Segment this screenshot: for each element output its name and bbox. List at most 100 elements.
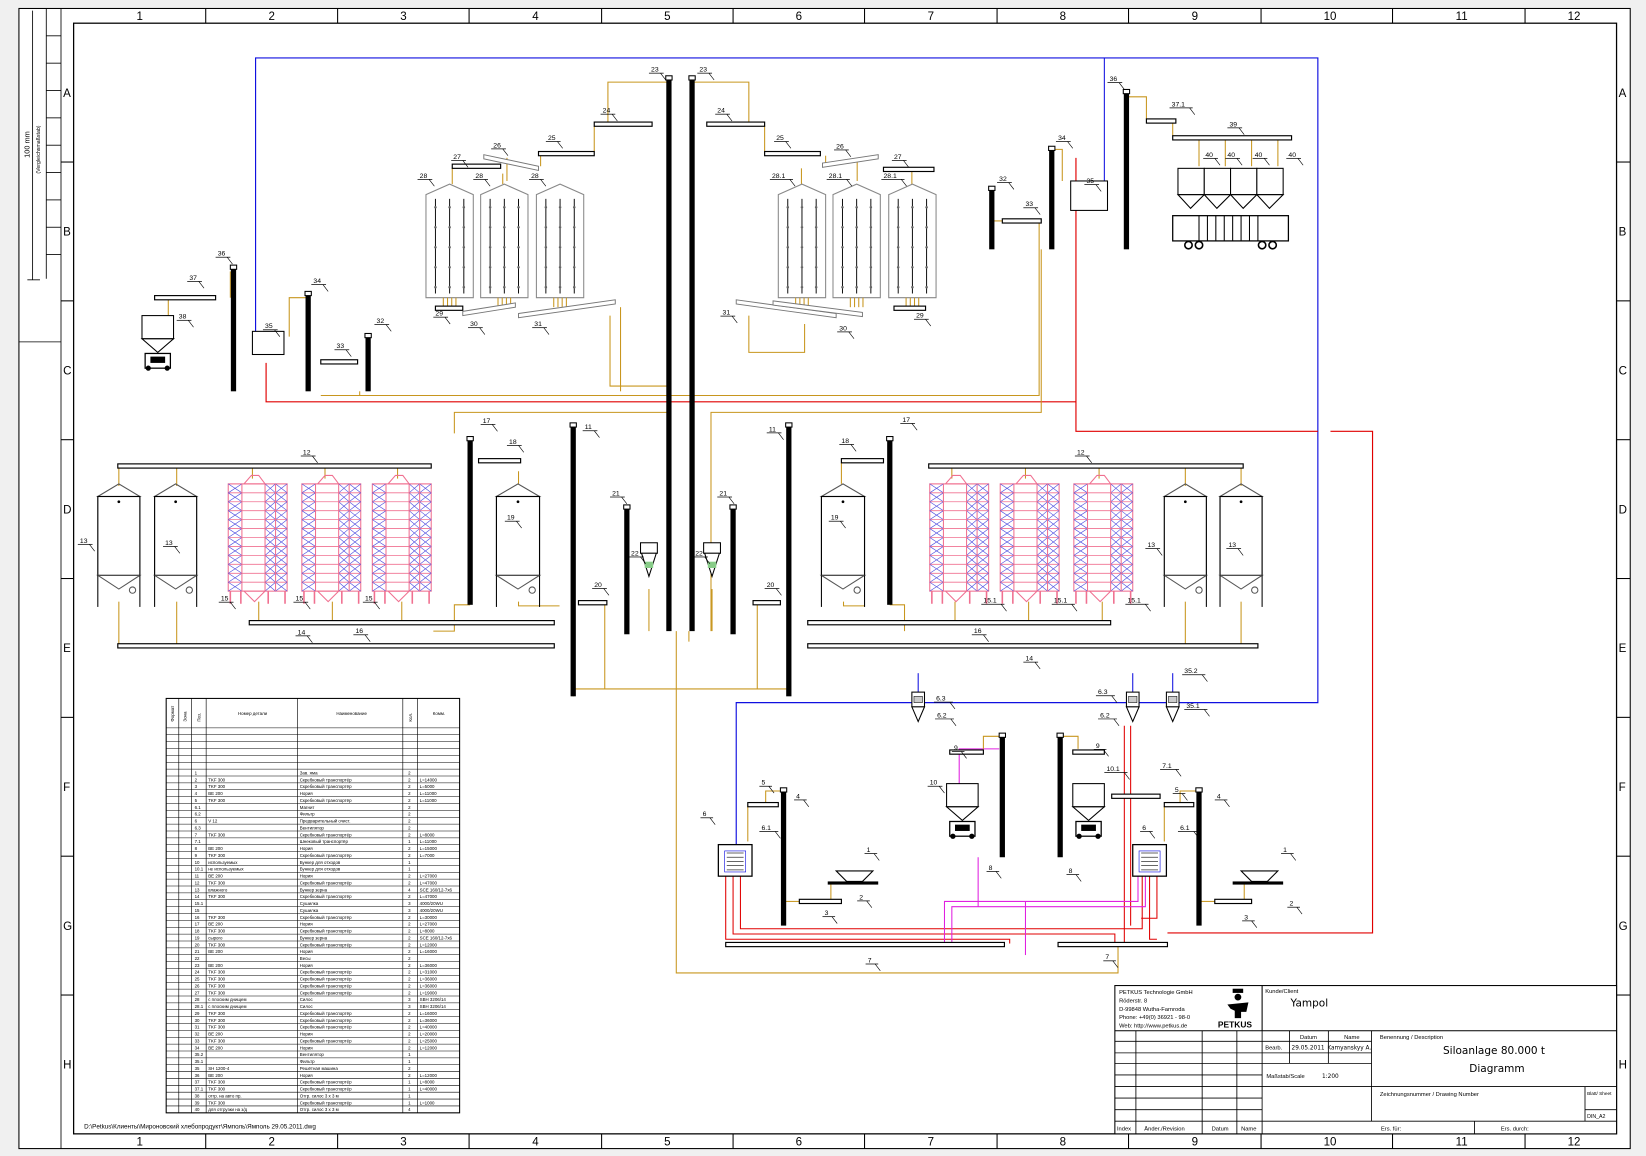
- position-callout: 26: [493, 142, 501, 149]
- sensor-dot: [572, 285, 576, 289]
- position-callout: 24: [717, 108, 725, 115]
- callout-leader: [1086, 455, 1092, 464]
- table-cell: TKF 300: [208, 970, 225, 975]
- bucket-elevator-36: [230, 268, 237, 392]
- bucket-elevator-23: [689, 78, 695, 632]
- dryer-cross: [1036, 581, 1048, 592]
- conveyor-37: [154, 295, 217, 301]
- callout-leader: [1214, 158, 1221, 166]
- table-cell: 26: [195, 984, 200, 989]
- callout-leader: [1237, 548, 1244, 556]
- elevator-head: [304, 290, 312, 297]
- dryer-cross: [1110, 573, 1122, 583]
- dryer-cross: [338, 581, 350, 592]
- callout-leader: [774, 831, 781, 839]
- dryer-cross: [929, 519, 944, 529]
- dryer-cross: [1110, 555, 1122, 565]
- table-cell: 21: [195, 949, 200, 954]
- position-callout: 14: [298, 629, 306, 636]
- sensor-dot: [503, 225, 506, 229]
- title-block: PETKUS Technologie GmbH Röderstr. 8 D-99…: [1114, 985, 1618, 1135]
- sheet-format: DIN_A2: [1587, 1114, 1605, 1120]
- sensor-dot: [544, 285, 548, 289]
- callout-leader: [230, 601, 236, 610]
- dryer-cross: [408, 573, 420, 583]
- sensor-dot: [841, 205, 844, 209]
- table-cell: TKF 300: [208, 1025, 225, 1030]
- bin-sensor: [174, 500, 178, 504]
- dryer-cross: [1036, 555, 1048, 565]
- table-cell: 7: [195, 832, 198, 837]
- table-cell: TKF 300: [208, 990, 225, 995]
- dryer-cross: [976, 519, 989, 529]
- waste-line-magenta: [943, 876, 1139, 944]
- table-cell: Скребковый транспортёр: [300, 989, 352, 995]
- dryer-cross: [301, 519, 316, 529]
- elevator-head: [665, 75, 673, 81]
- table-cell: SH 1200-4: [208, 1066, 230, 1071]
- table-cell: BE 200: [208, 874, 223, 879]
- dryer-cross: [1073, 510, 1088, 520]
- sensor-dot: [925, 285, 928, 289]
- sensor-dot: [800, 245, 804, 249]
- callout-leader: [640, 556, 647, 564]
- aspiration-line-red: [1167, 430, 1374, 934]
- fan-icon: [1168, 696, 1178, 703]
- column-number-top: 6: [796, 11, 802, 23]
- position-callout: 22: [631, 550, 639, 557]
- flat-bottom-silo: [480, 183, 529, 308]
- sensor-dot: [517, 285, 520, 289]
- callout-leader: [950, 718, 957, 726]
- dryer-cross: [1000, 564, 1015, 574]
- dryer-cross: [976, 510, 989, 520]
- row-letter-right: D: [1619, 504, 1627, 516]
- callout-leader: [306, 635, 313, 643]
- dryer-cross: [408, 483, 420, 494]
- wheel: [1095, 833, 1101, 839]
- table-cell: 10: [195, 860, 200, 865]
- callout-leader: [704, 556, 711, 564]
- position-callout: 15: [296, 596, 304, 603]
- table-cell: 2: [408, 1045, 411, 1050]
- material-flow-line: [288, 297, 309, 337]
- dryer-cross: [1110, 510, 1122, 520]
- position-callout: 18: [509, 439, 517, 446]
- table-cell: 20: [195, 942, 200, 947]
- grain-bin: [95, 483, 142, 607]
- sensor-dot: [448, 265, 451, 269]
- sensor-dot: [462, 285, 466, 289]
- wheel: [969, 833, 975, 839]
- callout-leader: [1067, 141, 1074, 149]
- position-callout: 16: [974, 628, 982, 635]
- sensor-dot: [517, 225, 520, 229]
- row-letter-left: B: [63, 227, 71, 239]
- table-cell: L=36000: [420, 963, 438, 968]
- column-number-top: 2: [269, 11, 275, 23]
- table-cell: 2: [408, 1039, 411, 1044]
- dryer-cross: [1120, 519, 1133, 529]
- table-header: Поз.: [196, 713, 201, 722]
- dryer-cross: [264, 510, 276, 520]
- sensor-dot: [434, 225, 437, 229]
- table-cell: BE 200: [208, 949, 223, 954]
- table-cell: Нория: [300, 1073, 314, 1078]
- dryer-cross: [338, 573, 350, 583]
- table-cell: TKF 300: [208, 984, 225, 989]
- callout-leader: [768, 786, 775, 794]
- table-cell: 2: [408, 819, 411, 824]
- dryer-cross: [1110, 528, 1122, 538]
- conveyor-20: [752, 600, 781, 606]
- column-number-bottom: 10: [1324, 1136, 1337, 1148]
- dryer-cross: [419, 492, 432, 502]
- table-cell: Скребковый транспортёр: [300, 831, 352, 837]
- table-cell: Фильтр: [300, 812, 315, 817]
- dryer-cross: [976, 573, 989, 583]
- dryer-cross: [228, 581, 243, 592]
- position-callout: 14: [1025, 656, 1033, 663]
- callout-leader: [874, 963, 881, 972]
- table-cell: 4: [408, 887, 411, 892]
- dryer-cross: [966, 537, 978, 547]
- callout-leader: [621, 496, 628, 505]
- material-flow-line: [982, 735, 1003, 749]
- table-cell: 24: [195, 970, 200, 975]
